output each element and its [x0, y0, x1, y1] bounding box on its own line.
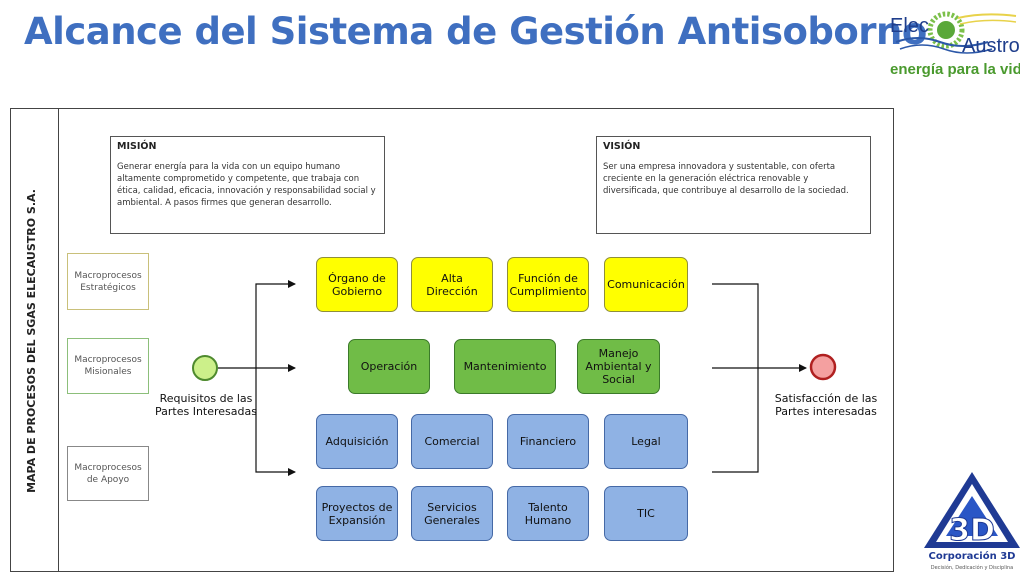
vision-title: VISIÓN: [603, 141, 641, 152]
connector-from-strategic: [712, 283, 759, 368]
corp-mark: 3D: [949, 513, 995, 548]
process-talento-humano: Talento Humano: [507, 486, 589, 541]
start-event-label: Requisitos de las Partes Interesadas: [155, 392, 257, 418]
process-map-frame: [10, 108, 894, 572]
process-tic: TIC: [604, 486, 688, 541]
process-operacion: Operación: [348, 339, 430, 394]
macro-missional: Macroprocesos Misionales: [67, 338, 149, 394]
process-comunicacion: Comunicación: [604, 257, 688, 312]
corporacion-3d-logo: 3D: [924, 472, 1020, 549]
sun-icon: [927, 11, 965, 49]
logo-tagline: energía para la vida: [890, 61, 1020, 78]
logo-prefix: Elec: [890, 15, 929, 37]
macro-support: Macroprocesos de Apoyo: [67, 446, 149, 501]
mission-text: Generar energía para la vida con un equi…: [117, 162, 376, 208]
process-funcion-de-cumplimiento: Función de Cumplimiento: [507, 257, 589, 312]
connector-to-strategic: [255, 280, 296, 368]
end-event-label: Satisfacción de las Partes interesadas: [774, 392, 878, 418]
process-proyectos-de-expansion: Proyectos de Expansión: [316, 486, 398, 541]
process-manejo-ambiental-social: Manejo Ambiental y Social: [577, 339, 660, 394]
vision-text: Ser una empresa innovadora y sustentable…: [603, 162, 849, 196]
process-organo-de-gobierno: Órgano de Gobierno: [316, 257, 398, 312]
mission-title: MISIÓN: [117, 141, 157, 152]
lane-divider: [58, 108, 59, 572]
macro-strategic: Macroprocesos Estratégicos: [67, 253, 149, 310]
process-financiero: Financiero: [507, 414, 589, 469]
connector-from-support: [712, 368, 759, 473]
corp-name: Corporación 3D: [928, 551, 1016, 562]
wave-icon: [895, 37, 989, 47]
logo-suffix: Austro: [962, 35, 1020, 57]
process-adquisicion: Adquisición: [316, 414, 398, 469]
process-comercial: Comercial: [411, 414, 493, 469]
slide-title: Alcance del Sistema de Gestión Antisobor…: [24, 10, 927, 53]
vision-card: VISIÓN Ser una empresa innovadora y sust…: [596, 136, 871, 234]
process-legal: Legal: [604, 414, 688, 469]
process-servicios-generales: Servicios Generales: [411, 486, 493, 541]
process-mantenimiento: Mantenimiento: [454, 339, 556, 394]
mission-card: MISIÓN Generar energía para la vida con …: [110, 136, 385, 234]
corp-tagline: Decisión, Dedicación y Disciplina: [930, 565, 1014, 571]
elecaustro-logo: Elec Austro energía para la vida: [890, 11, 1020, 78]
connector-to-support: [255, 368, 296, 476]
process-alta-direccion: Alta Dirección: [411, 257, 493, 312]
start-event: [192, 355, 218, 381]
end-event: [809, 353, 837, 381]
